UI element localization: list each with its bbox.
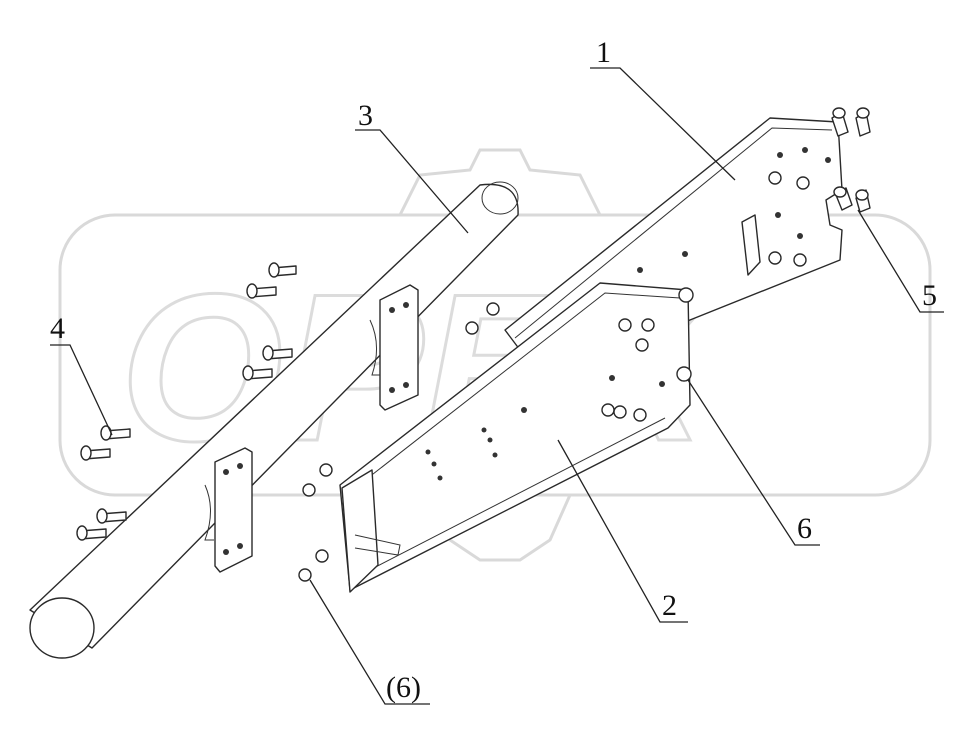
bolt <box>833 186 853 211</box>
callout-3: 3 <box>358 99 373 132</box>
leader-6 <box>687 379 820 546</box>
bolt <box>96 508 127 524</box>
washer <box>678 287 694 303</box>
callout-1: 1 <box>596 36 611 69</box>
bolt <box>262 345 293 361</box>
bolts-part-5 <box>831 107 871 213</box>
leader-6-paren <box>309 579 430 705</box>
callouts: 1 3 4 5 6 2 (6) <box>50 36 937 704</box>
bolts-part-4 <box>76 262 297 541</box>
leader-1 <box>590 67 736 181</box>
nut <box>315 549 329 563</box>
callout-4: 4 <box>50 312 65 345</box>
tube-clamp-upper <box>369 284 419 411</box>
nut <box>298 568 312 582</box>
tube-end-circle <box>29 597 95 659</box>
bracket-part-2 <box>339 282 694 593</box>
bolt <box>80 445 111 461</box>
bolt <box>268 262 297 278</box>
nut <box>319 463 333 477</box>
bolt <box>76 525 107 541</box>
nut <box>486 302 500 316</box>
nuts-part-6 <box>298 302 500 582</box>
leader-4 <box>50 344 113 436</box>
nut <box>465 321 479 335</box>
callout-6-paren: (6) <box>386 671 421 704</box>
tube-clamp-lower <box>204 447 253 573</box>
bolt <box>855 107 871 137</box>
bolt <box>855 189 871 213</box>
callout-6: 6 <box>797 512 812 545</box>
leader-lines <box>50 67 944 705</box>
leader-2 <box>557 439 688 623</box>
callout-2: 2 <box>662 589 677 622</box>
nut <box>302 483 316 497</box>
bolt <box>246 283 277 299</box>
washer <box>676 366 692 382</box>
leader-3 <box>355 129 469 234</box>
bolt <box>831 107 849 137</box>
callout-5: 5 <box>922 279 937 312</box>
leader-5 <box>857 209 944 313</box>
bolt <box>242 365 273 381</box>
